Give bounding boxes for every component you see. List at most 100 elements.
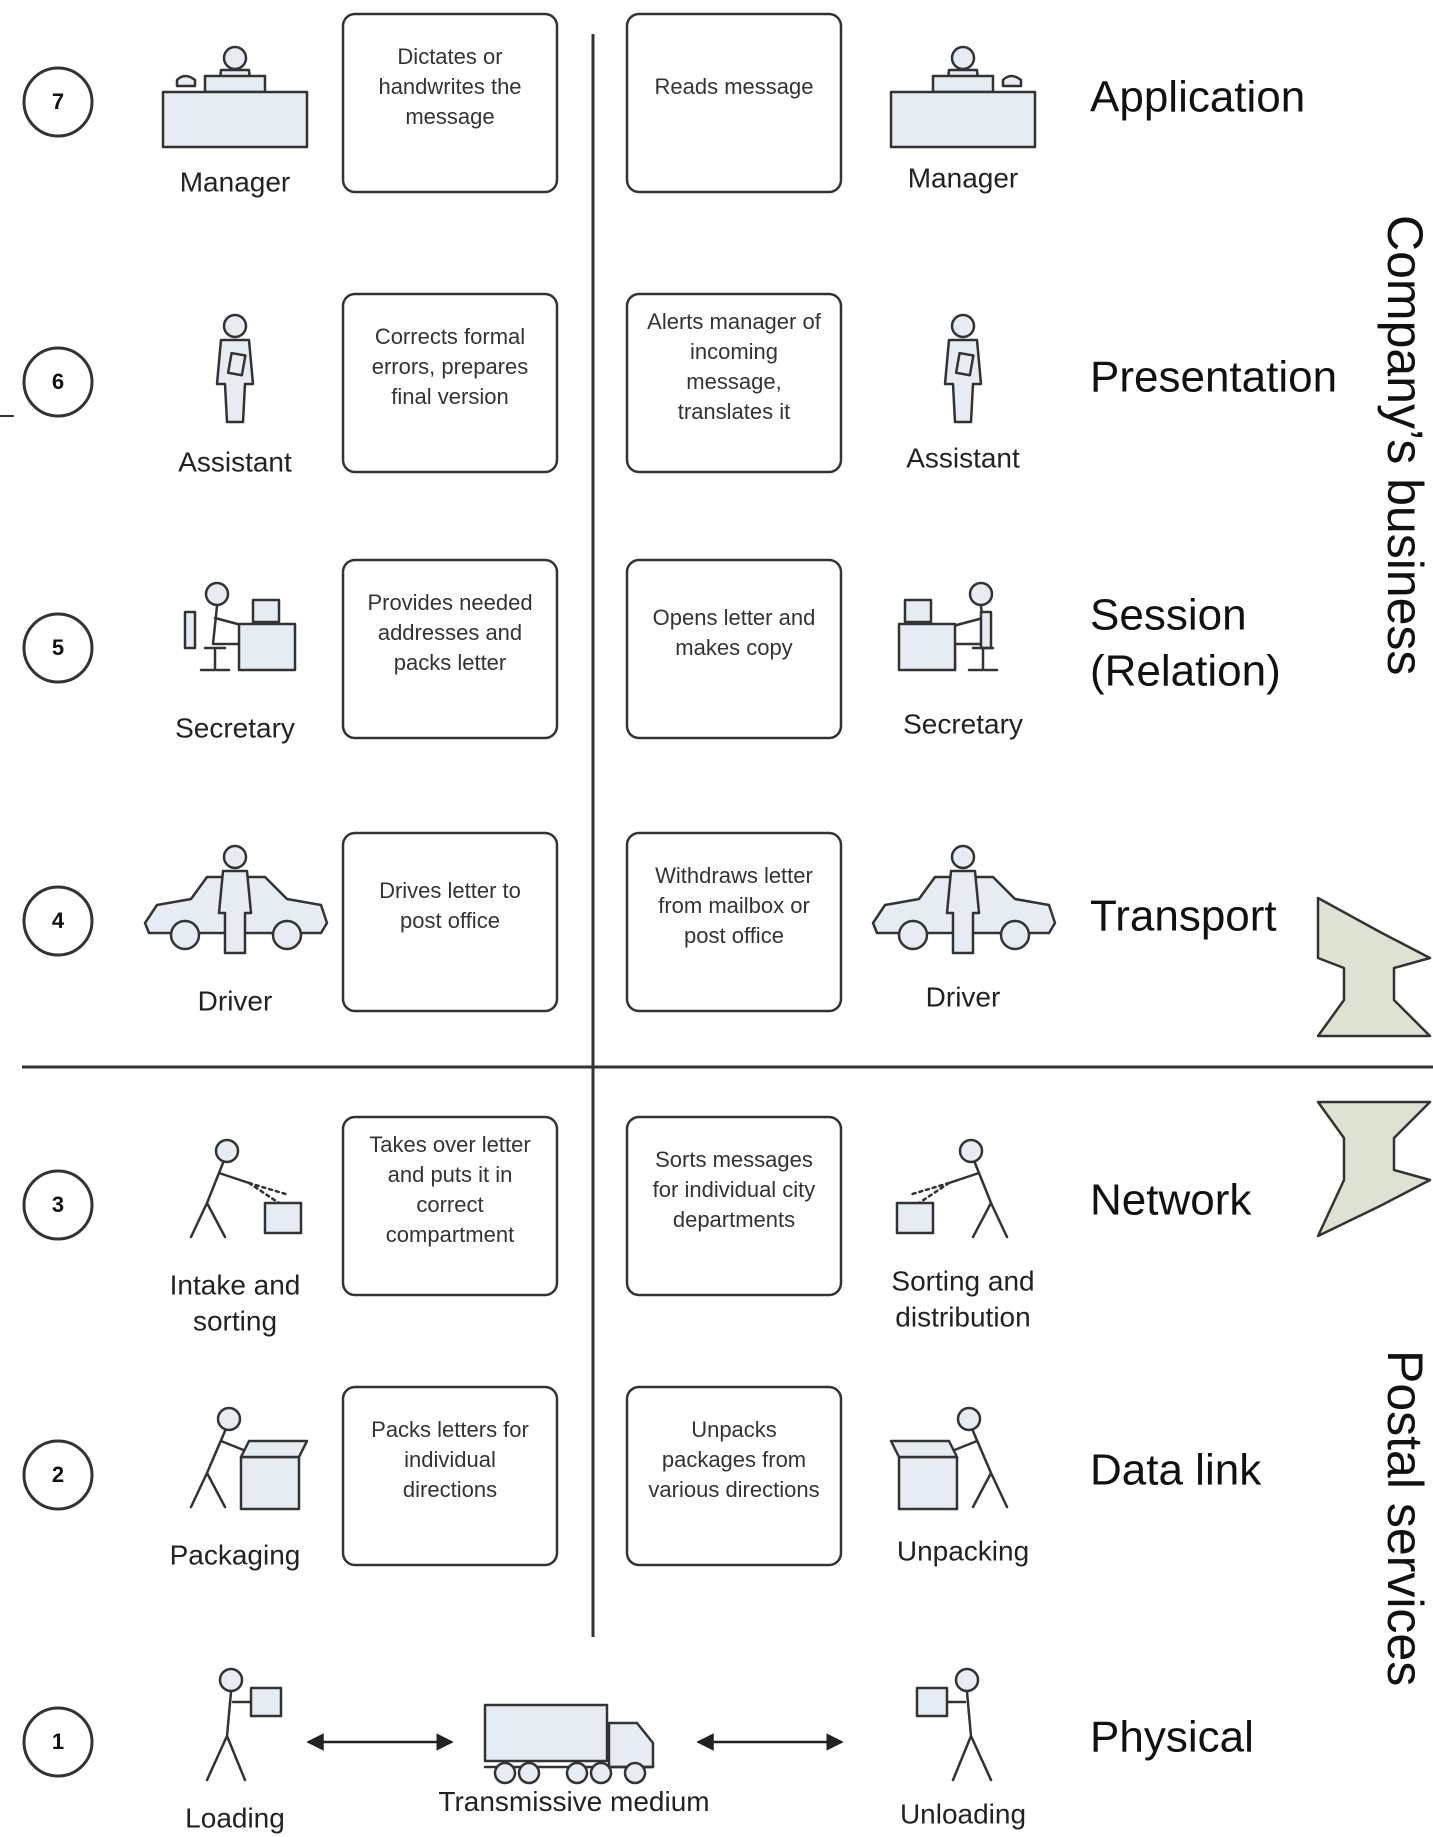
right-role-label: Unpacking — [897, 1535, 1029, 1566]
layer-name-label: Session — [1090, 591, 1247, 640]
left-description-text: Corrects formal — [375, 324, 525, 349]
up-arrow-icon — [1316, 896, 1432, 1038]
layer-name-label: Transport — [1090, 892, 1277, 941]
right-role-label: Assistant — [906, 442, 1020, 473]
layer-name-label: Network — [1090, 1176, 1252, 1225]
transmissive-medium-label: Transmissive medium — [438, 1786, 709, 1817]
left-description-box — [341, 558, 559, 740]
right-sorting-parcel-icon — [895, 1138, 1009, 1239]
right-assistant-icon — [943, 313, 983, 424]
right-description-text: from mailbox or — [658, 893, 810, 918]
layer-number-label: 6 — [52, 369, 64, 394]
physical-layer-row: Transmissive medium — [306, 1703, 844, 1817]
left-description-text: and puts it in — [388, 1162, 513, 1187]
right-role-label: Driver — [926, 981, 1001, 1012]
right-role-label: distribution — [895, 1301, 1030, 1332]
left-description-box — [341, 831, 559, 1013]
left-description-text: compartment — [386, 1222, 514, 1247]
left-description-text: correct — [416, 1192, 483, 1217]
left-description-text: Takes over letter — [369, 1132, 530, 1157]
left-role-label: Secretary — [175, 712, 295, 743]
right-description-box — [625, 1115, 843, 1297]
left-packing-box-icon — [189, 1406, 309, 1511]
right-packing-box-icon — [889, 1406, 1009, 1511]
right-driver-car-icon — [871, 844, 1057, 955]
right-role-label: Sorting and — [891, 1265, 1034, 1296]
right-role-label: Secretary — [903, 708, 1023, 739]
left-sorting-parcel-icon — [189, 1138, 303, 1239]
right-description-box — [625, 1385, 843, 1567]
right-carrying-person-icon — [915, 1667, 993, 1782]
right-description-text: Opens letter and — [653, 605, 816, 630]
layer-number-circle — [22, 1706, 94, 1778]
right-description-text: Sorts messages — [655, 1147, 813, 1172]
right-secretary-computer-icon — [897, 581, 999, 672]
right-description-text: Reads message — [655, 74, 814, 99]
layer-number-circle — [22, 346, 94, 418]
layer-number-label: 7 — [52, 89, 64, 114]
right-description-box — [625, 292, 843, 474]
left-description-box — [341, 1385, 559, 1567]
layer-number-circle — [22, 885, 94, 957]
left-role-label: Intake and — [170, 1269, 301, 1300]
left-description-text: errors, prepares — [372, 354, 529, 379]
layer-name-label: Application — [1090, 73, 1305, 122]
right-description-text: post office — [684, 923, 784, 948]
right-description-text: packages from — [662, 1447, 806, 1472]
left-description-box — [341, 1115, 559, 1297]
company-business-label: Company’s business — [1377, 215, 1433, 675]
left-role-label: Assistant — [178, 446, 292, 477]
left-description-text: directions — [403, 1477, 497, 1502]
left-description-text: individual — [404, 1447, 496, 1472]
right-description-text: translates it — [678, 399, 791, 424]
postal-services-label: Postal services — [1377, 1350, 1433, 1686]
left-role-label: Driver — [198, 985, 273, 1016]
layer-number-label: 1 — [52, 1729, 64, 1754]
right-role-label: Unloading — [900, 1798, 1026, 1829]
right-description-text: makes copy — [675, 635, 792, 660]
left-description-text: handwrites the — [378, 74, 521, 99]
right-description-text: message, — [686, 369, 781, 394]
left-role-label: sorting — [193, 1305, 277, 1336]
left-description-text: message — [405, 104, 494, 129]
left-role-label: Packaging — [170, 1539, 301, 1570]
down-arrow-icon — [1316, 1100, 1432, 1238]
layer-number-label: 5 — [52, 635, 64, 660]
left-carrying-person-icon — [205, 1667, 283, 1782]
left-description-text: post office — [400, 908, 500, 933]
layer-number-label: 2 — [52, 1462, 64, 1487]
layer-name-label: Data link — [1090, 1446, 1262, 1495]
left-description-text: Provides needed — [367, 590, 532, 615]
left-description-box — [341, 292, 559, 474]
right-description-box — [625, 831, 843, 1013]
left-description-text: addresses and — [378, 620, 522, 645]
right-description-text: for individual city — [653, 1177, 816, 1202]
left-manager-desk-icon — [161, 45, 309, 149]
right-description-text: Unpacks — [691, 1417, 777, 1442]
layer-number-label: 3 — [52, 1192, 64, 1217]
layer-number-circle — [22, 66, 94, 138]
left-assistant-icon — [215, 313, 255, 424]
right-description-text: various directions — [648, 1477, 819, 1502]
right-description-text: incoming — [690, 339, 778, 364]
right-description-text: Withdraws letter — [655, 863, 813, 888]
right-description-box — [625, 12, 843, 194]
left-description-box — [341, 12, 559, 194]
left-description-text: packs letter — [394, 650, 507, 675]
right-manager-desk-icon — [889, 45, 1037, 149]
layer-number-circle — [22, 1439, 94, 1511]
layer-name-label: (Relation) — [1090, 647, 1281, 696]
left-driver-car-icon — [143, 844, 329, 955]
left-description-text: Drives letter to — [379, 878, 521, 903]
layer-name-label: Physical — [1090, 1713, 1254, 1762]
layer-number-circle — [22, 612, 94, 684]
left-description-text: final version — [391, 384, 508, 409]
left-description-text: Packs letters for — [371, 1417, 529, 1442]
layer-number-circle — [22, 1169, 94, 1241]
